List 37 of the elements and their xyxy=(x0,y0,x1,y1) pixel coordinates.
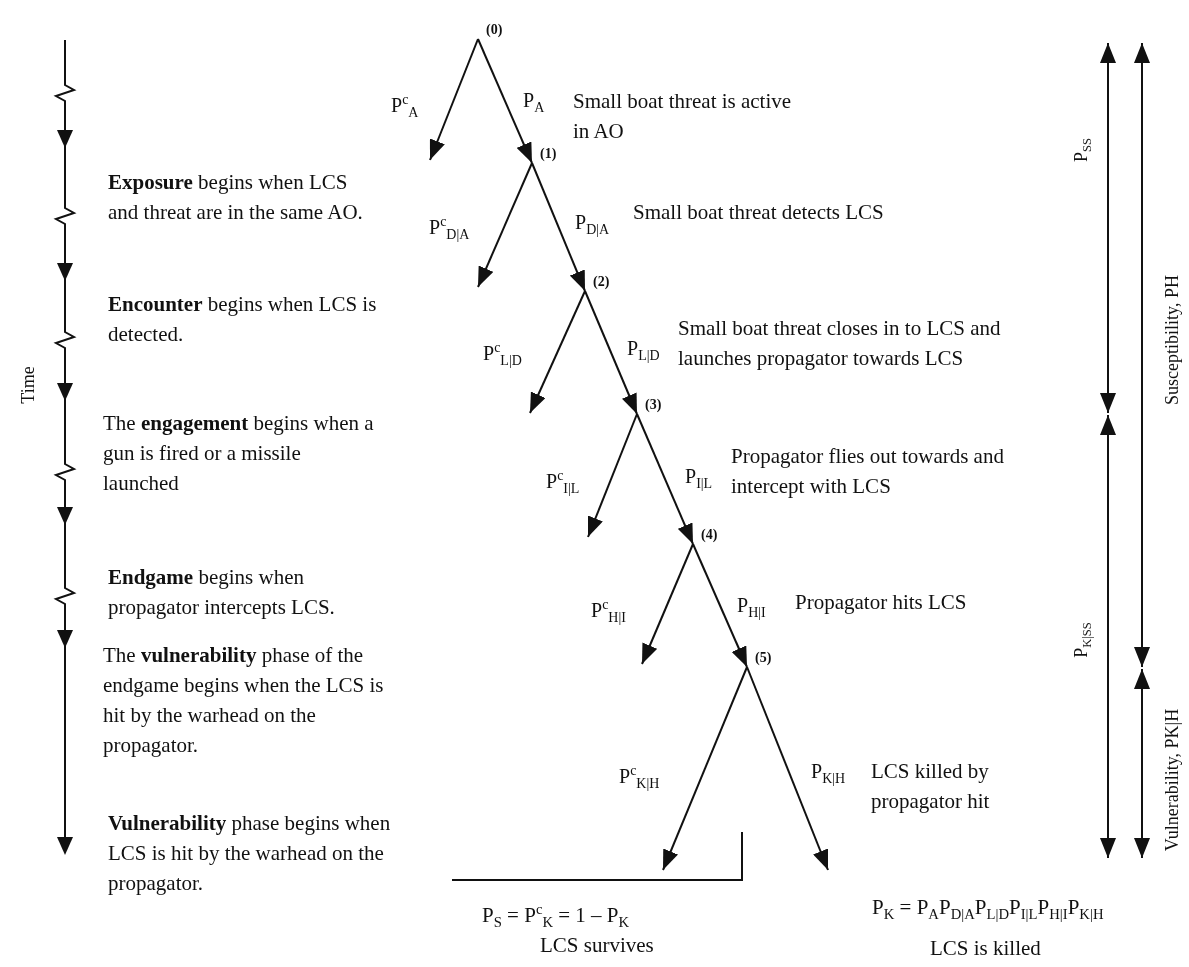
arrow xyxy=(584,290,638,415)
phase-label: Susceptibility, PH xyxy=(1161,275,1183,405)
arrow xyxy=(746,666,829,871)
phase-description: The vulnerability phase of the endgame begins when the LCS is hit by the warhead on the propagator. xyxy=(103,642,385,759)
phase-description: Exposure begins when LCS and threat are in the same AO. xyxy=(108,169,364,226)
arrow xyxy=(429,38,479,161)
formula: P$_{K}$ = P$_{A}$P$_{D|A}$P$_{L|D}$P$_{I|L}$P$_{H|I}$P$_{K|H}$ xyxy=(872,894,1104,925)
arrow xyxy=(477,162,533,288)
arrow xyxy=(531,162,586,292)
arrow xyxy=(587,413,638,538)
phase-description: Encounter begins when LCS is detected. xyxy=(108,291,378,348)
branch-point-label: (1) xyxy=(532,145,566,163)
branch-point-label: (5) xyxy=(747,649,781,667)
phase-description: The engagement begins when a gun is fired or a missile launched xyxy=(103,410,375,497)
event-description: Propagator flies out towards and intercept with LCS xyxy=(731,443,1005,500)
branch-point-label: (3) xyxy=(637,396,671,414)
arrow xyxy=(636,413,694,545)
arrow xyxy=(692,543,748,668)
outcome-label: LCS survives xyxy=(540,932,654,959)
phase-label: Vulnerability, PK|H xyxy=(1161,708,1183,852)
event-description: Small boat threat detects LCS xyxy=(633,199,885,226)
arrow xyxy=(477,38,533,164)
event-description: Small boat threat is active in AO xyxy=(573,88,793,145)
branch-point-label: (2) xyxy=(585,273,619,291)
arrow xyxy=(529,290,586,414)
branch-point-label: (4) xyxy=(693,526,727,544)
arrow xyxy=(662,666,748,871)
phase-description: Endgame begins when propagator intercepts LCS. xyxy=(108,564,336,621)
axis-label: Time xyxy=(17,366,39,404)
formula: P$_{S}$ = P$^{c}$$_{K}$ = 1 – P$_{K}$ xyxy=(482,900,630,933)
outcome-label: LCS is killed xyxy=(930,935,1041,962)
arrow xyxy=(641,543,694,665)
event-description: LCS killed by propagator hit xyxy=(871,758,991,815)
branch-point-label: (0) xyxy=(478,21,512,39)
event-description: Small boat threat closes in to LCS and launches propagator towards LCS xyxy=(678,315,1002,372)
phase-description: Vulnerability phase begins when LCS is hit by the warhead on the propagator. xyxy=(108,810,392,897)
event-description: Propagator hits LCS xyxy=(795,589,968,616)
